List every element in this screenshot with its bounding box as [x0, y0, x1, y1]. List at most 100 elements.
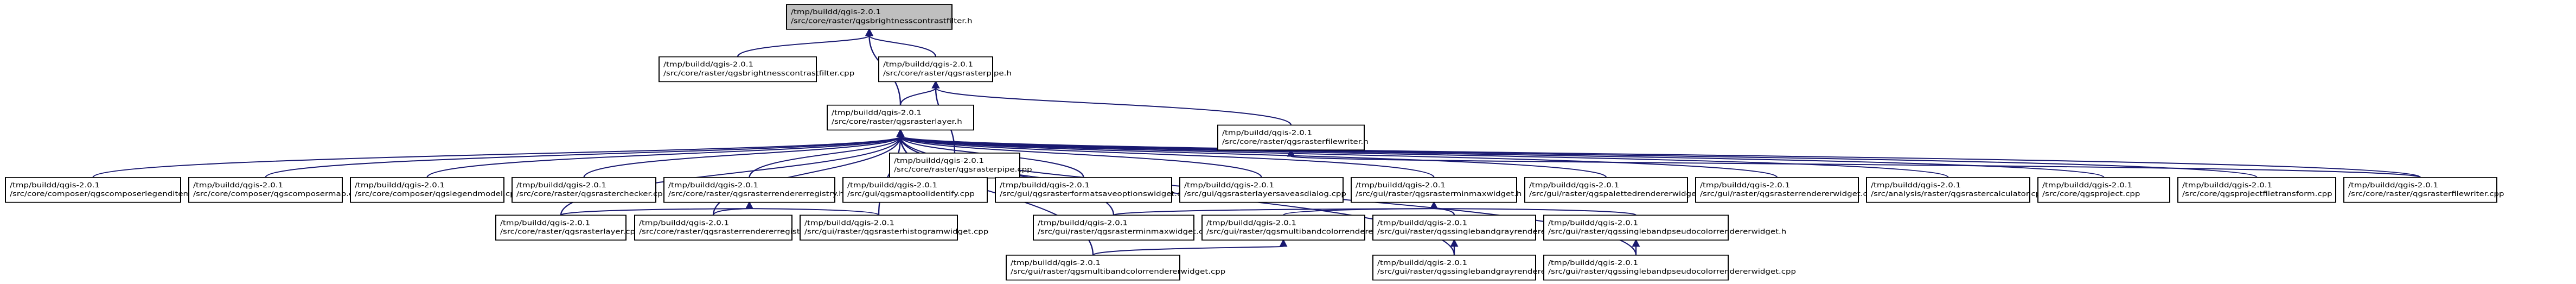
- node-qgsrasterrendererwidget-cpp[interactable]: /tmp/buildd/qgis-2.0.1/src/gui/raster/qg…: [1695, 177, 1878, 203]
- node-qgsrasterfilewriter-cpp[interactable]: /tmp/buildd/qgis-2.0.1/src/core/raster/q…: [2343, 177, 2504, 203]
- node-box: [350, 177, 504, 203]
- node-path-prefix: /tmp/buildd/qgis-2.0.1: [193, 181, 283, 189]
- node-path-prefix: /tmp/buildd/qgis-2.0.1: [1377, 219, 1467, 227]
- edge-arrow: [1450, 239, 1459, 255]
- edge-arrow: [92, 129, 905, 178]
- edge-arrow: [265, 129, 905, 178]
- node-file-path: /src/gui/raster/qgsmultibandcolorrendere…: [1011, 268, 1225, 275]
- node-file-path: /src/gui/raster/qgssinglebandgrayrendere…: [1377, 268, 1594, 275]
- node-path-prefix: /tmp/buildd/qgis-2.0.1: [894, 157, 984, 165]
- node-qgslegendmodel-cpp[interactable]: /tmp/buildd/qgis-2.0.1/src/core/composer…: [350, 177, 520, 203]
- node-qgsrasterformatsaveoptionswidget-cpp[interactable]: /tmp/buildd/qgis-2.0.1/src/gui/qgsraster…: [995, 177, 1192, 203]
- node-file-path: /src/gui/raster/qgsmultibandcolorrendere…: [1206, 228, 1412, 236]
- edge-arrow: [560, 201, 754, 216]
- node-qgsrasterminmaxwidget-h[interactable]: /tmp/buildd/qgis-2.0.1/src/gui/raster/qg…: [1351, 177, 1522, 203]
- node-path-prefix: /tmp/buildd/qgis-2.0.1: [804, 219, 894, 227]
- node-box: [786, 4, 953, 30]
- node-file-path: /src/core/raster/qgsrasterpipe.cpp: [894, 166, 1032, 174]
- node-path-prefix: /tmp/buildd/qgis-2.0.1: [1871, 181, 1961, 189]
- node-qgsbrightnesscontrastfilter-cpp[interactable]: /tmp/buildd/qgis-2.0.1/src/core/raster/q…: [659, 56, 854, 83]
- node-layer: /tmp/buildd/qgis-2.0.1/src/core/raster/q…: [5, 4, 2504, 281]
- node-path-prefix: /tmp/buildd/qgis-2.0.1: [832, 109, 922, 117]
- node-qgssinglebandpseudocolorrendererwidget-cpp[interactable]: /tmp/buildd/qgis-2.0.1/src/gui/raster/qg…: [1543, 255, 1796, 281]
- node-path-prefix: /tmp/buildd/qgis-2.0.1: [355, 181, 445, 189]
- node-path-prefix: /tmp/buildd/qgis-2.0.1: [1548, 219, 1638, 227]
- node-file-path: /src/core/raster/qgsrasterlayer.cpp: [500, 228, 640, 236]
- node-file-path: /src/gui/qgsmaptoolidentify.cpp: [847, 190, 975, 198]
- node-path-prefix: /tmp/buildd/qgis-2.0.1: [2182, 181, 2272, 189]
- node-box: [1351, 177, 1517, 203]
- node-box: [495, 214, 627, 241]
- node-file-path: /src/core/qgsprojectfiletransform.cpp: [2182, 190, 2332, 198]
- node-qgscomposerlegenditem-cpp[interactable]: /tmp/buildd/qgis-2.0.1/src/core/composer…: [5, 177, 208, 203]
- node-file-path: /src/core/composer/qgscomposermap.cpp: [193, 190, 363, 198]
- node-path-prefix: /tmp/buildd/qgis-2.0.1: [668, 181, 758, 189]
- node-box: [188, 177, 343, 203]
- node-box: [2037, 177, 2170, 203]
- node-qgsrasterlayer-cpp[interactable]: /tmp/buildd/qgis-2.0.1/src/core/raster/q…: [495, 214, 640, 241]
- node-box: [878, 56, 993, 83]
- node-path-prefix: /tmp/buildd/qgis-2.0.1: [663, 61, 753, 68]
- node-file-path: /src/core/raster/qgsrasterpipe.h: [883, 70, 1012, 77]
- node-box: [1543, 214, 1729, 241]
- node-qgsbrightnesscontrastfilter-h[interactable]: /tmp/buildd/qgis-2.0.1/src/core/raster/q…: [786, 4, 972, 30]
- node-box: [995, 177, 1172, 203]
- node-path-prefix: /tmp/buildd/qgis-2.0.1: [791, 8, 881, 16]
- edge-arrow: [583, 129, 905, 178]
- node-path-prefix: /tmp/buildd/qgis-2.0.1: [1222, 129, 1312, 137]
- edge-arrow: [896, 129, 2421, 178]
- node-file-path: /src/gui/qgsrasterformatsaveoptionswidge…: [1000, 190, 1192, 198]
- node-box: [659, 56, 817, 83]
- node-path-prefix: /tmp/buildd/qgis-2.0.1: [1184, 181, 1274, 189]
- node-qgspalettedrendererwidget-cpp[interactable]: /tmp/buildd/qgis-2.0.1/src/gui/raster/qg…: [1524, 177, 1717, 203]
- node-file-path: /src/gui/raster/qgspalettedrendererwidge…: [1529, 190, 1717, 198]
- node-qgsmultibandcolorrendererwidget-h[interactable]: /tmp/buildd/qgis-2.0.1/src/gui/raster/qg…: [1201, 214, 1412, 241]
- node-file-path: /src/core/raster/qgsrasterfilewriter.cpp: [2348, 190, 2504, 198]
- node-qgsrasterpipe-h[interactable]: /tmp/buildd/qgis-2.0.1/src/core/raster/q…: [878, 56, 1012, 83]
- node-qgsproject-cpp[interactable]: /tmp/buildd/qgis-2.0.1/src/core/qgsproje…: [2037, 177, 2170, 203]
- node-qgsrasterlayer-h[interactable]: /tmp/buildd/qgis-2.0.1/src/core/raster/q…: [827, 104, 974, 131]
- node-qgsprojectfiletransform-cpp[interactable]: /tmp/buildd/qgis-2.0.1/src/core/qgsproje…: [2177, 177, 2336, 203]
- edge-arrow: [899, 80, 940, 105]
- node-qgsrasterminmaxwidget-cpp[interactable]: /tmp/buildd/qgis-2.0.1/src/gui/raster/qg…: [1033, 214, 1213, 241]
- node-file-path: /src/analysis/raster/qgsrastercalculator…: [1871, 190, 2046, 198]
- node-box: [1695, 177, 1859, 203]
- edge-arrow: [865, 28, 937, 57]
- node-file-path: /src/gui/raster/qgssinglebandpseudocolor…: [1548, 268, 1796, 275]
- node-path-prefix: /tmp/buildd/qgis-2.0.1: [500, 219, 590, 227]
- node-path-prefix: /tmp/buildd/qgis-2.0.1: [1038, 219, 1128, 227]
- node-qgsrasterhistogramwidget-cpp[interactable]: /tmp/buildd/qgis-2.0.1/src/gui/raster/qg…: [800, 214, 988, 241]
- node-qgssinglebandgrayrendererwidget-h[interactable]: /tmp/buildd/qgis-2.0.1/src/gui/raster/qg…: [1372, 214, 1584, 241]
- node-file-path: /src/gui/raster/qgssinglebandgrayrendere…: [1377, 228, 1584, 236]
- node-file-path: /src/gui/raster/qgsrasterminmaxwidget.cp…: [1038, 228, 1213, 236]
- node-qgsrasterlayersaveasdialog-cpp[interactable]: /tmp/buildd/qgis-2.0.1/src/gui/qgsraster…: [1179, 177, 1346, 203]
- node-box: [2177, 177, 2336, 203]
- node-qgssinglebandpseudocolorrendererwidget-h[interactable]: /tmp/buildd/qgis-2.0.1/src/gui/raster/qg…: [1543, 214, 1786, 241]
- node-qgsmaptoolidentify-cpp[interactable]: /tmp/buildd/qgis-2.0.1/src/gui/qgsmaptoo…: [842, 177, 988, 203]
- node-path-prefix: /tmp/buildd/qgis-2.0.1: [2348, 181, 2438, 189]
- node-path-prefix: /tmp/buildd/qgis-2.0.1: [1377, 259, 1467, 267]
- node-box: [2343, 177, 2497, 203]
- node-qgsrasterrendererregistry-h[interactable]: /tmp/buildd/qgis-2.0.1/src/core/raster/q…: [663, 177, 844, 203]
- node-qgsrasterrendererregistry-cpp[interactable]: /tmp/buildd/qgis-2.0.1/src/core/raster/q…: [634, 214, 824, 241]
- node-file-path: /src/gui/raster/qgssinglebandpseudocolor…: [1548, 228, 1786, 236]
- node-path-prefix: /tmp/buildd/qgis-2.0.1: [1356, 181, 1446, 189]
- node-path-prefix: /tmp/buildd/qgis-2.0.1: [10, 181, 100, 189]
- node-file-path: /src/gui/raster/qgsrasterrendererwidget.…: [1700, 190, 1878, 198]
- node-path-prefix: /tmp/buildd/qgis-2.0.1: [639, 219, 729, 227]
- node-box: [1372, 214, 1536, 241]
- node-qgscomposermap-cpp[interactable]: /tmp/buildd/qgis-2.0.1/src/core/composer…: [188, 177, 363, 203]
- node-box: [800, 214, 958, 241]
- node-box: [827, 104, 974, 131]
- node-path-prefix: /tmp/buildd/qgis-2.0.1: [1011, 259, 1101, 267]
- node-qgsrastercalculator-cpp[interactable]: /tmp/buildd/qgis-2.0.1/src/analysis/rast…: [1866, 177, 2046, 203]
- node-qgssinglebandgrayrendererwidget-cpp[interactable]: /tmp/buildd/qgis-2.0.1/src/gui/raster/qg…: [1372, 255, 1594, 281]
- node-box: [842, 177, 988, 203]
- node-box: [1217, 124, 1365, 151]
- node-box: [1006, 255, 1180, 281]
- node-qgsrasterchecker-cpp[interactable]: /tmp/buildd/qgis-2.0.1/src/core/raster/q…: [512, 177, 668, 203]
- node-qgsmultibandcolorrendererwidget-cpp[interactable]: /tmp/buildd/qgis-2.0.1/src/gui/raster/qg…: [1006, 255, 1225, 281]
- node-qgsrasterpipe-cpp[interactable]: /tmp/buildd/qgis-2.0.1/src/core/raster/q…: [889, 153, 1032, 179]
- node-qgsrasterfilewriter-h[interactable]: /tmp/buildd/qgis-2.0.1/src/core/raster/q…: [1217, 124, 1369, 151]
